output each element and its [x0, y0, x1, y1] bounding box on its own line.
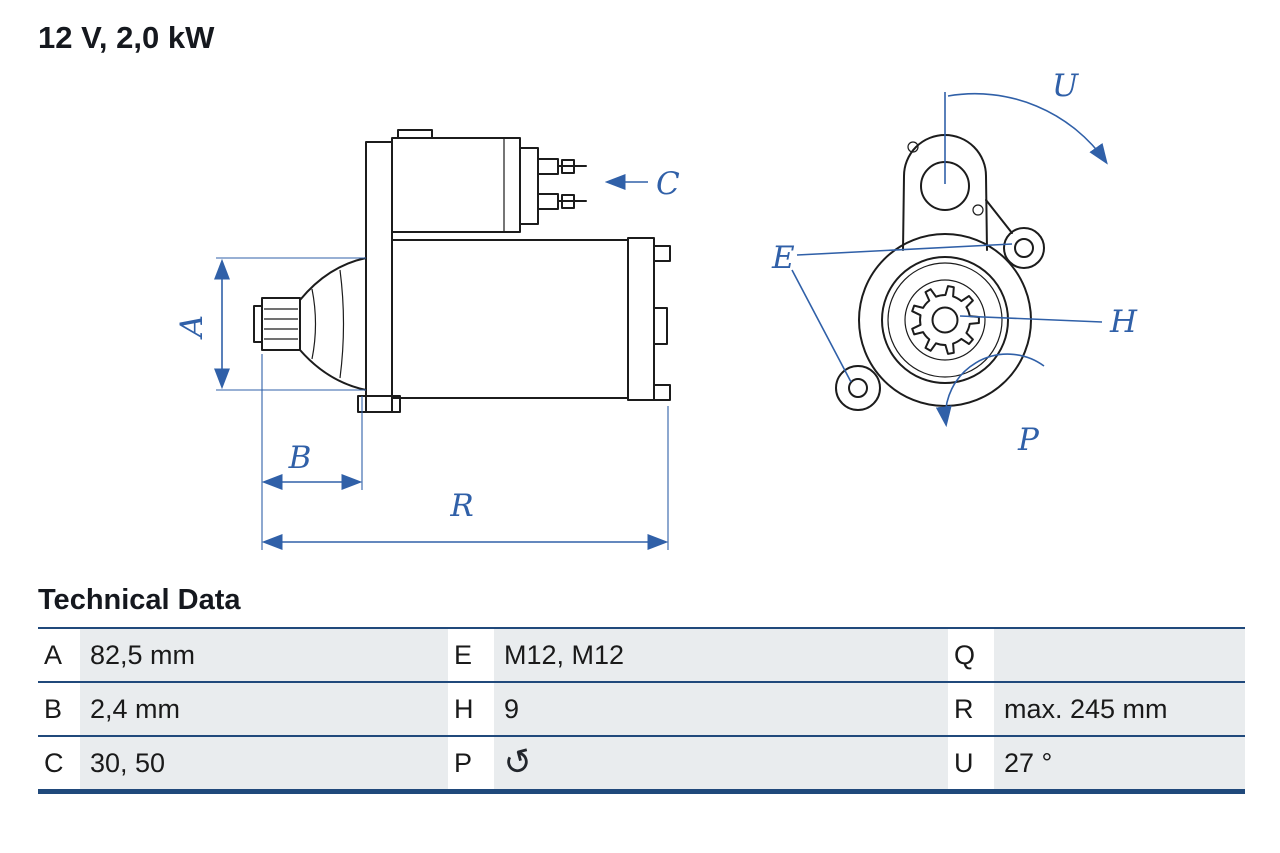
dim-label-a: A: [174, 315, 210, 340]
callout-h: H: [959, 304, 1138, 340]
drive-end-housing: [299, 257, 367, 391]
motor-body: [391, 239, 629, 399]
table-cell-key: H: [448, 683, 494, 737]
page-title: 12 V, 2,0 kW: [38, 20, 215, 55]
starter-motor-drawing: A B R C: [174, 68, 1138, 550]
solenoid: [391, 129, 587, 233]
table-cell-value: 30, 50: [80, 737, 448, 789]
side-view: A B R C: [174, 129, 680, 550]
table-cell-key: E: [448, 629, 494, 683]
rotation-ccw-icon: ↺: [499, 740, 537, 786]
rotation-p: P: [935, 353, 1045, 458]
table-cell-key: A: [38, 629, 80, 683]
callout-e: E: [771, 240, 1013, 383]
dimension-b: B: [261, 354, 363, 550]
table-cell-key: B: [38, 683, 80, 737]
left-mounting-hole: [848, 378, 868, 398]
angle-u: U: [944, 68, 1108, 184]
technical-data-section: Technical Data A 82,5 mm E M12, M12 Q B …: [38, 584, 1245, 794]
dim-label-b: B: [288, 440, 312, 476]
table-cell-key: C: [38, 737, 80, 789]
table-cell-key: P: [448, 737, 494, 789]
callout-c: C: [604, 166, 680, 202]
dim-label-p: P: [1017, 422, 1040, 458]
right-mounting-ear: [1003, 227, 1045, 269]
table-cell-value: 27 °: [994, 737, 1245, 789]
technical-data-table: A 82,5 mm E M12, M12 Q B 2,4 mm H 9 R ma…: [38, 627, 1245, 794]
table-cell-value: M12, M12: [494, 629, 948, 683]
table-cell-value: 9: [494, 683, 948, 737]
front-view: U E H P: [771, 68, 1138, 458]
dimension-r: R: [261, 406, 669, 550]
dim-label-e: E: [771, 240, 795, 276]
mounting-flange: [357, 141, 401, 413]
table-cell-value: [994, 629, 1245, 683]
technical-data-heading: Technical Data: [38, 584, 241, 616]
pinion-gear-front: [911, 285, 980, 355]
front-flange: [835, 134, 1045, 411]
dim-label-r: R: [449, 488, 473, 524]
left-mounting-ear: [835, 365, 881, 411]
table-cell-value: 82,5 mm: [80, 629, 448, 683]
table-cell-key: U: [948, 737, 994, 789]
dim-label-h: H: [1109, 304, 1138, 340]
pinion-gear: [253, 297, 301, 351]
right-mounting-hole: [1014, 238, 1034, 258]
table-cell-key: R: [948, 683, 994, 737]
table-cell-value: max. 245 mm: [994, 683, 1245, 737]
end-cap: [627, 237, 671, 401]
dim-label-u: U: [1052, 68, 1079, 104]
table-cell-value: 2,4 mm: [80, 683, 448, 737]
dim-label-c: C: [656, 166, 680, 202]
housing-rings: [858, 233, 1032, 407]
table-cell-key: Q: [948, 629, 994, 683]
table-cell-value-p: ↺: [494, 737, 948, 789]
dimension-a: A: [174, 257, 366, 391]
